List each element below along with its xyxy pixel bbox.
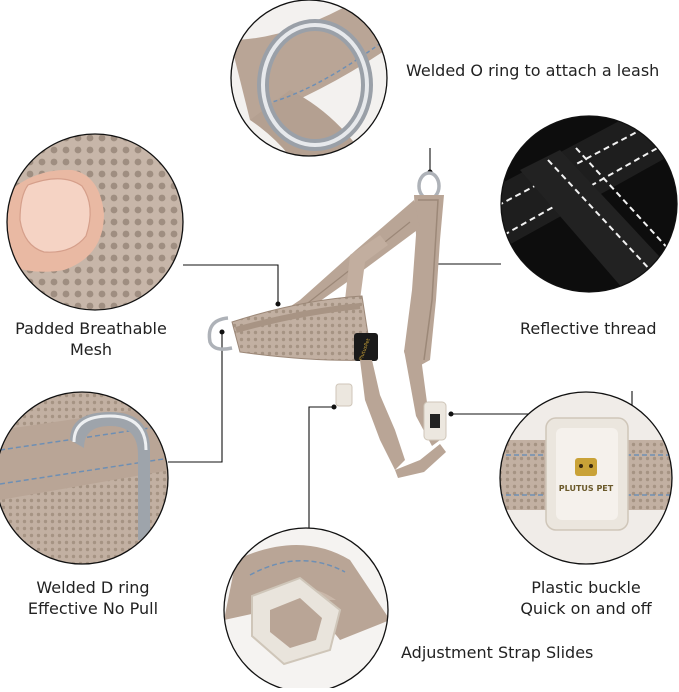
- mesh-label-line1: Padded Breathable: [15, 319, 167, 338]
- buckle-label-line1: Plastic buckle: [531, 578, 641, 597]
- slides-detail-frame: [223, 527, 389, 692]
- o-ring-label: Welded O ring to attach a leash: [406, 60, 659, 81]
- harness-product: PlutusPet: [207, 171, 447, 478]
- reflective-label: Reflective thread: [520, 318, 657, 339]
- mesh-detail-photo: [7, 134, 183, 310]
- d-ring-label-line1: Welded D ring: [36, 578, 150, 597]
- buckle-detail-frame: [499, 391, 673, 565]
- buckle-label-line2: Quick on and off: [520, 599, 652, 618]
- mesh-detail-frame: [6, 133, 184, 311]
- o-ring-detail-photo: [231, 0, 387, 156]
- o-ring-detail-frame: [230, 0, 388, 157]
- d-ring-detail-photo: [0, 392, 168, 564]
- mesh-label-line2: Mesh: [69, 340, 113, 359]
- buckle-detail-photo: PLUTUS PET: [500, 392, 672, 564]
- slides-detail-photo: [224, 528, 388, 692]
- buckle-brand-text: PLUTUS PET: [559, 484, 614, 493]
- mesh-label: Padded Breathable Mesh: [10, 318, 172, 360]
- d-ring-detail-frame: [0, 391, 169, 565]
- reflective-detail-frame: [500, 115, 678, 293]
- d-ring-label: Welded D ring Effective No Pull: [18, 577, 168, 619]
- buckle-label: Plastic buckle Quick on and off: [514, 577, 658, 619]
- slides-label: Adjustment Strap Slides: [401, 642, 593, 663]
- slides-label-text: Adjustment Strap Slides: [401, 643, 594, 662]
- o-ring-label-text: Welded O ring to attach a leash: [406, 61, 660, 80]
- d-ring-label-line2: Effective No Pull: [27, 599, 159, 618]
- reflective-label-text: Reflective thread: [520, 319, 657, 338]
